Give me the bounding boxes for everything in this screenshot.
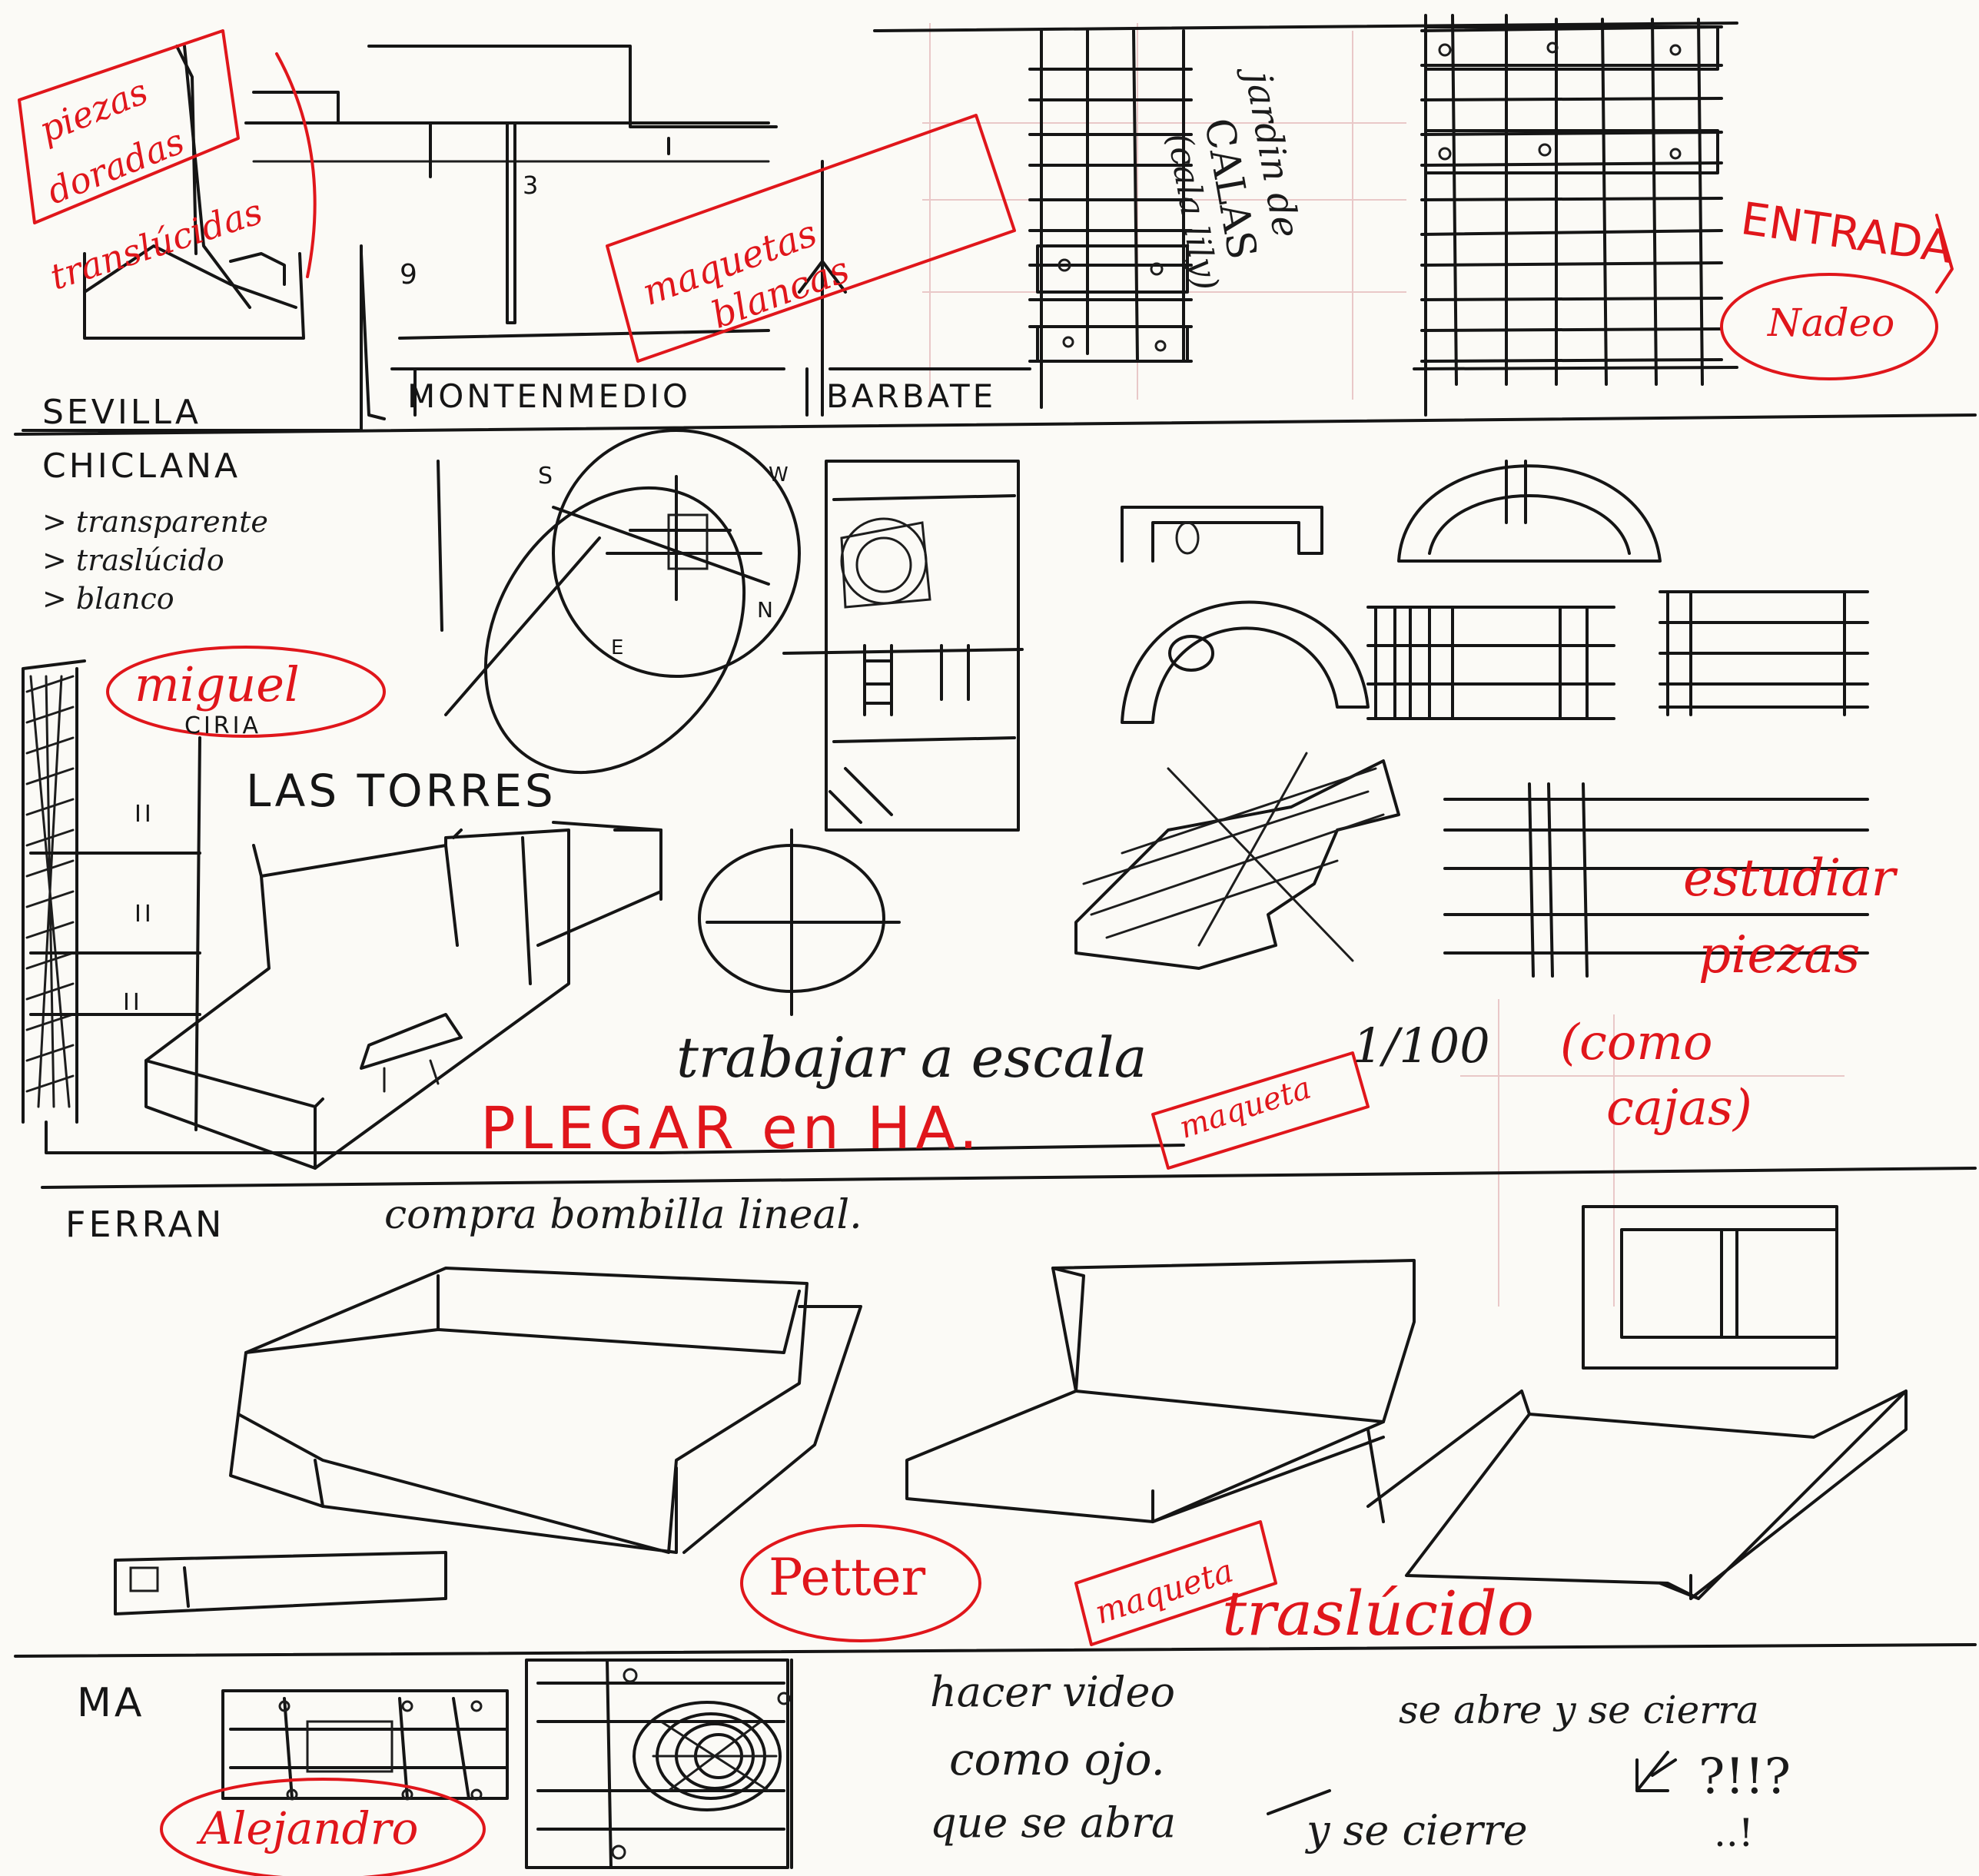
red-note-nadeo: Nadeo	[1768, 300, 1895, 345]
red-note-estudiar: estudiar	[1683, 848, 1896, 908]
red-note-miguel: miguel	[134, 656, 300, 712]
nadeo-ellipse	[1720, 273, 1938, 380]
label-compass-w: W	[769, 463, 792, 486]
note-traslucido: > traslúcido	[42, 543, 224, 577]
note-question-marks: ?!!?	[1698, 1748, 1791, 1805]
red-annotation-frames	[18, 29, 1954, 1876]
open-box-sketch-left	[114, 1267, 862, 1615]
folded-plate-sketch	[144, 821, 662, 1170]
note-escala-value: 1/100	[1353, 1018, 1490, 1074]
circle-cross-sketch	[698, 828, 901, 1016]
note-como-ojo: como ojo.	[949, 1733, 1165, 1785]
label-floor-1: II	[134, 801, 154, 828]
ma-sketch-eye	[525, 1659, 793, 1869]
bottom-section-divider	[14, 1643, 1977, 1658]
label-chiclana: CHICLANA	[42, 447, 241, 486]
faint-show-through	[922, 23, 1845, 1307]
note-hacer-video: hacer video	[930, 1668, 1175, 1716]
tall-plan-sketch	[782, 460, 1024, 832]
barbate-grid-elevation	[1028, 29, 1193, 409]
note-y-se-cierre: y se cierre	[1307, 1806, 1528, 1854]
note-trabajar-escala: trabajar a escala	[676, 1025, 1147, 1090]
petter-ellipse	[740, 1524, 981, 1642]
entrada-grid-elevation	[1413, 14, 1738, 417]
red-note-como: (como	[1560, 1014, 1713, 1071]
steps-sketch	[1074, 752, 1400, 970]
round-plan-sketch	[437, 429, 801, 775]
label-three: 3	[523, 171, 542, 200]
label-nine: 9	[400, 259, 420, 291]
middle-section-divider	[41, 1167, 1977, 1189]
note-que-se-abra: que se abra	[930, 1798, 1177, 1847]
house-sketch	[83, 45, 305, 340]
las-torres-tower	[22, 659, 1185, 1154]
maquetas-frame	[606, 114, 1016, 363]
ma-sketch-left	[221, 1689, 509, 1801]
note-transparente: > transparente	[42, 505, 268, 539]
note-exclamations: ..!	[1714, 1811, 1754, 1855]
alejandro-ellipse	[160, 1778, 486, 1876]
label-floor-2: II	[134, 901, 154, 928]
label-sevilla: SEVILLA	[42, 393, 201, 432]
label-ma: MA	[77, 1680, 145, 1726]
maqueta-frame-2	[1074, 1520, 1277, 1646]
red-note-alejandro: Alejandro	[200, 1802, 419, 1854]
open-box-sketch-middle	[905, 1259, 1416, 1523]
label-compass-e: E	[611, 636, 627, 659]
maqueta-frame-1	[1151, 1051, 1370, 1170]
label-barbate: BARBATE	[826, 377, 997, 415]
arch-sketches	[1121, 460, 1662, 724]
stripe-panels	[1366, 590, 1869, 978]
label-montenmedio: MONTENMEDIO	[407, 377, 691, 415]
label-ciria: CIRIA	[184, 712, 262, 739]
note-se-abre-y-se-cierra: se abre y se cierra	[1399, 1688, 1759, 1732]
top-section-sketch	[14, 22, 1977, 436]
window-sketch	[1582, 1205, 1838, 1370]
piezas-frame	[18, 29, 240, 224]
note-blanco: > blanco	[42, 582, 174, 616]
label-ferran: FERRAN	[65, 1204, 225, 1245]
red-note-plegar: PLEGAR en HA.	[480, 1094, 983, 1162]
label-compass-n: N	[757, 597, 776, 623]
miguel-ellipse	[106, 646, 386, 738]
red-note-petter: Petter	[769, 1548, 926, 1607]
red-note-traslucido: traslúcido	[1222, 1578, 1535, 1649]
red-note-piezas-2: piezas	[1698, 925, 1861, 984]
label-floor-3: II	[123, 989, 143, 1016]
ma-video-marks	[1267, 1751, 1677, 1815]
red-note-cajas: cajas)	[1606, 1080, 1752, 1137]
label-compass-s: S	[538, 463, 556, 490]
open-box-sketch-right	[1366, 1390, 1908, 1600]
label-las-torres: LAS TORRES	[246, 765, 556, 817]
note-ferran: compra bombilla lineal.	[384, 1192, 862, 1238]
